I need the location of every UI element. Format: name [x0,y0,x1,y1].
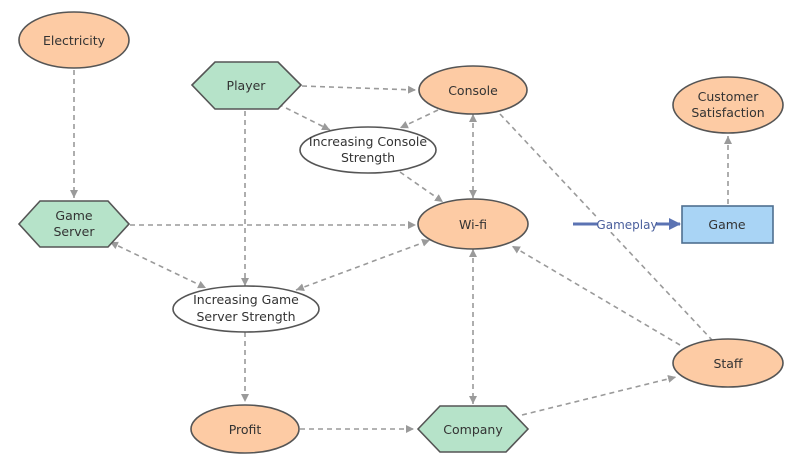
node-player[interactable]: Player [190,61,303,110]
node-electricity-label: Electricity [43,33,106,48]
node-player-shape [190,61,303,110]
node-increasing-console-strength-shape [299,126,437,174]
node-game-server-label-line2: Server [54,224,96,239]
node-staff-shape [672,338,784,388]
node-customer-satisfaction-label-line1: Customer [698,89,760,104]
node-game-server-label-line1: Game [55,208,93,223]
edge-gameserver-gameserverstrength [109,241,207,289]
node-game-server[interactable]: Game Server [17,200,131,248]
node-wifi-label: Wi-fi [459,217,487,232]
node-increasing-console-strength[interactable]: Increasing Console Strength [299,126,437,174]
edge-gameserverstrength-wifi [295,239,431,291]
node-increasing-console-strength-label-line1: Increasing Console [309,134,427,149]
node-wifi[interactable]: Wi-fi [417,198,529,250]
node-company-shape [416,405,530,453]
edge-staff-wifi [511,245,681,346]
node-staff[interactable]: Staff [672,338,784,388]
node-company-label: Company [443,422,503,437]
node-console-shape [418,65,528,115]
node-electricity[interactable]: Electricity [18,11,130,69]
edge-player-consolestrength [277,103,331,131]
edge-player-console [301,85,417,94]
edge-company-staff [521,375,677,416]
node-staff-label: Staff [713,356,742,371]
node-game[interactable]: Game [681,205,774,244]
edge-console-consolestrength [399,109,439,129]
node-wifi-shape [417,198,529,250]
node-profit[interactable]: Profit [190,404,300,454]
edge-consolestrength-wifi [399,171,444,203]
edge-gameplay-label: Gameplay [596,218,657,232]
node-profit-label: Profit [229,422,262,437]
edge-gameplay-label-bg [598,216,656,232]
node-increasing-game-server-strength-label-line1: Increasing Game [193,292,299,307]
node-increasing-console-strength-label-line2: Strength [341,150,395,165]
node-customer-satisfaction-shape [672,76,784,134]
node-console-label: Console [448,83,498,98]
node-game-label: Game [708,217,746,232]
node-game-server-shape [17,200,131,248]
node-increasing-game-server-strength-label-line2: Server Strength [196,309,295,324]
node-customer-satisfaction-label-line2: Satisfaction [691,105,764,120]
node-increasing-game-server-strength[interactable]: Increasing Game Server Strength [172,285,320,333]
node-game-shape [681,205,774,244]
node-player-label: Player [227,78,267,93]
node-increasing-game-server-strength-shape [172,285,320,333]
node-company[interactable]: Company [416,405,530,453]
node-console[interactable]: Console [418,65,528,115]
node-electricity-shape [18,11,130,69]
node-customer-satisfaction[interactable]: Customer Satisfaction [672,76,784,134]
edges: Gameplay [70,70,732,433]
node-profit-shape [190,404,300,454]
